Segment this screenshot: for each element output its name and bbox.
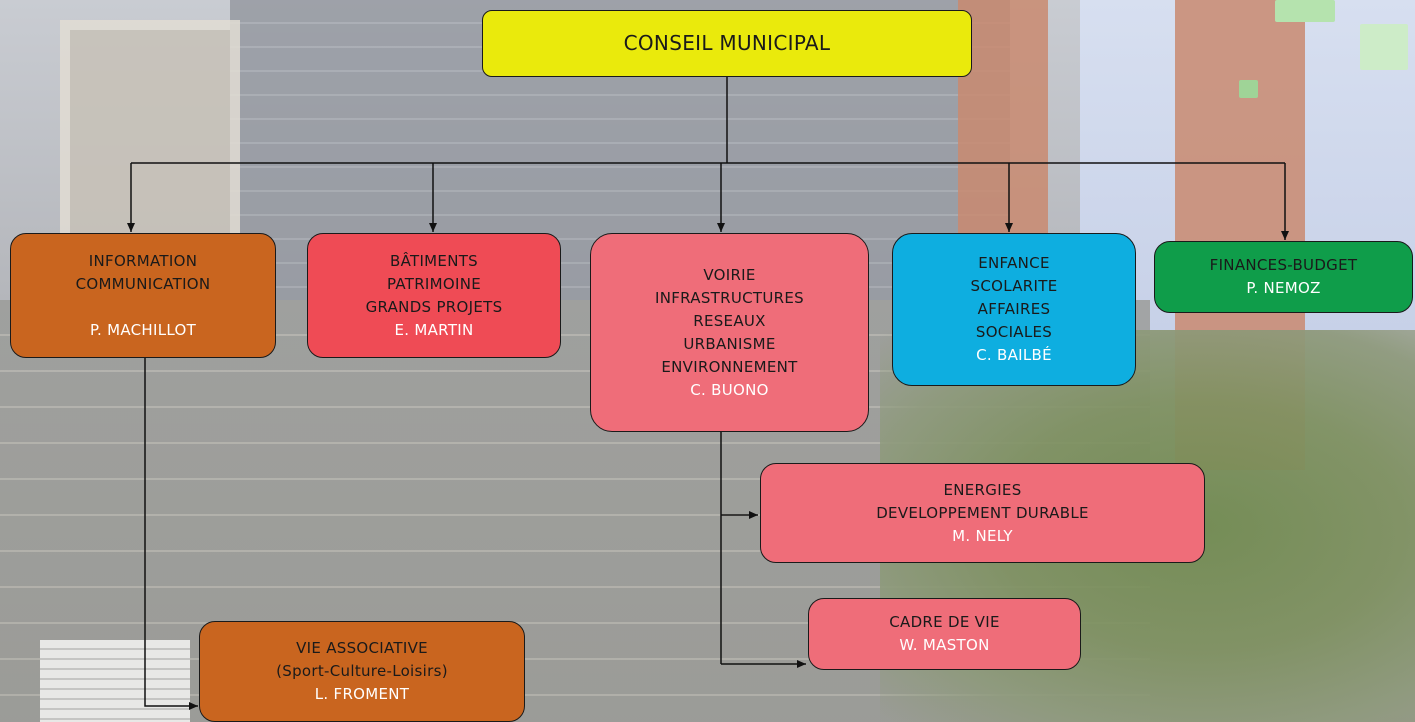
person-name: C. BUONO	[690, 380, 769, 399]
box-line: FINANCES-BUDGET	[1209, 256, 1358, 274]
energies-developpement-box: ENERGIES DEVELOPPEMENT DURABLE M. NELY	[760, 463, 1205, 563]
person-name: M. NELY	[952, 526, 1013, 545]
box-line: SCOLARITE	[970, 277, 1058, 295]
decorative-square	[1275, 0, 1335, 22]
box-line: DEVELOPPEMENT DURABLE	[876, 503, 1089, 522]
box-line: COMMUNICATION	[75, 274, 211, 293]
decorative-square	[1239, 80, 1258, 98]
box-line: URBANISME	[683, 334, 776, 353]
box-line: ENVIRONNEMENT	[661, 357, 798, 376]
box-line: CADRE DE VIE	[889, 613, 1000, 631]
box-line: SOCIALES	[975, 323, 1053, 341]
voirie-infrastructures-box: VOIRIE INFRASTRUCTURES RESEAUX URBANISME…	[590, 233, 869, 432]
conseil-municipal-title: CONSEIL MUNICIPAL	[623, 31, 831, 55]
box-line: VOIRIE	[703, 265, 756, 284]
person-name: C. BAILBÉ	[976, 346, 1052, 364]
box-line: VIE ASSOCIATIVE	[296, 639, 428, 657]
box-line: (Sport-Culture-Loisirs)	[276, 662, 448, 680]
box-line: INFORMATION	[88, 251, 198, 270]
box-line: INFRASTRUCTURES	[655, 288, 804, 307]
decorative-square	[1360, 24, 1408, 70]
person-name: P. NEMOZ	[1246, 279, 1321, 297]
person-name: E. MARTIN	[394, 320, 474, 339]
cadre-de-vie-box: CADRE DE VIE W. MASTON	[808, 598, 1081, 670]
box-line: PATRIMOINE	[386, 274, 482, 293]
enfance-scolarite-box: ENFANCE SCOLARITE AFFAIRES SOCIALES C. B…	[892, 233, 1136, 386]
finances-budget-box: FINANCES-BUDGET P. NEMOZ	[1154, 241, 1413, 313]
person-name: W. MASTON	[899, 636, 990, 654]
vie-associative-box: VIE ASSOCIATIVE (Sport-Culture-Loisirs) …	[199, 621, 525, 722]
person-name: L. FROMENT	[314, 685, 410, 703]
box-line: BÂTIMENTS	[390, 251, 478, 270]
conseil-municipal-box: CONSEIL MUNICIPAL	[482, 10, 972, 77]
arrow-to-vie-associative	[144, 358, 198, 710]
box-line: AFFAIRES	[977, 300, 1051, 318]
person-name: P. MACHILLOT	[89, 320, 197, 339]
box-line: ENERGIES	[943, 480, 1022, 499]
brick-chimney-left	[958, 0, 1048, 250]
box-line: GRANDS PROJETS	[365, 297, 503, 316]
information-communication-box: INFORMATION COMMUNICATION P. MACHILLOT	[10, 233, 276, 358]
batiments-patrimoine-box: BÂTIMENTS PATRIMOINE GRANDS PROJETS E. M…	[307, 233, 561, 358]
window-shutter	[40, 640, 190, 722]
box-line: RESEAUX	[693, 311, 766, 330]
box-line: ENFANCE	[978, 254, 1050, 272]
